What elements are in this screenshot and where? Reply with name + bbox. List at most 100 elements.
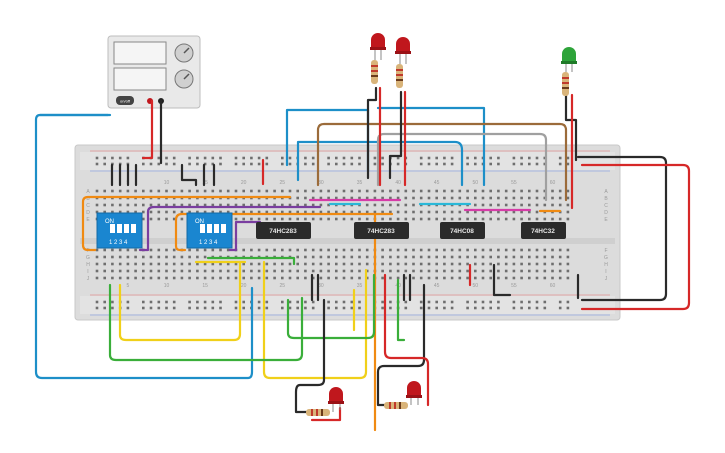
breadboard-hole[interactable]: [265, 276, 269, 280]
breadboard-hole[interactable]: [512, 210, 516, 214]
breadboard-hole[interactable]: [342, 300, 346, 304]
breadboard-hole[interactable]: [466, 306, 469, 310]
wire-grey-top[interactable]: [376, 132, 548, 202]
breadboard-hole[interactable]: [327, 306, 330, 310]
breadboard-hole[interactable]: [265, 189, 269, 193]
breadboard-hole[interactable]: [335, 300, 338, 304]
breadboard-hole[interactable]: [273, 203, 276, 207]
breadboard-hole[interactable]: [474, 269, 477, 273]
breadboard-hole[interactable]: [111, 203, 114, 207]
breadboard-hole[interactable]: [211, 269, 215, 273]
wire-purple-1[interactable]: [138, 205, 322, 252]
breadboard-hole[interactable]: [203, 248, 207, 252]
breadboard-hole[interactable]: [196, 203, 199, 207]
breadboard-hole[interactable]: [311, 196, 315, 200]
breadboard-hole[interactable]: [358, 262, 361, 266]
breadboard-hole[interactable]: [281, 203, 284, 207]
breadboard-hole[interactable]: [466, 210, 469, 214]
breadboard-hole[interactable]: [142, 255, 145, 259]
breadboard-hole[interactable]: [512, 217, 516, 221]
breadboard-hole[interactable]: [234, 162, 238, 166]
breadboard-hole[interactable]: [219, 203, 222, 207]
breadboard-hole[interactable]: [188, 262, 191, 266]
breadboard-hole[interactable]: [172, 248, 176, 252]
breadboard-hole[interactable]: [528, 196, 531, 200]
breadboard-hole[interactable]: [427, 262, 431, 266]
wire-yellow-3[interactable]: [262, 260, 368, 380]
breadboard-hole[interactable]: [172, 306, 176, 310]
breadboard-hole[interactable]: [520, 156, 523, 160]
breadboard-hole[interactable]: [288, 203, 292, 207]
breadboard-hole[interactable]: [319, 210, 323, 214]
breadboard-hole[interactable]: [281, 262, 284, 266]
breadboard-hole[interactable]: [566, 217, 570, 221]
led-red-4[interactable]: [406, 381, 422, 405]
breadboard-hole[interactable]: [365, 196, 369, 200]
breadboard-hole[interactable]: [203, 300, 207, 304]
breadboard-hole[interactable]: [288, 210, 292, 214]
breadboard-hole[interactable]: [497, 269, 500, 273]
breadboard-hole[interactable]: [466, 262, 469, 266]
breadboard-hole[interactable]: [281, 300, 284, 304]
breadboard-hole[interactable]: [95, 262, 99, 266]
breadboard-hole[interactable]: [412, 269, 415, 273]
breadboard-hole[interactable]: [149, 217, 153, 221]
breadboard-hole[interactable]: [535, 248, 539, 252]
breadboard-hole[interactable]: [350, 217, 354, 221]
breadboard-hole[interactable]: [489, 203, 492, 207]
breadboard-hole[interactable]: [450, 276, 454, 280]
breadboard-hole[interactable]: [273, 217, 276, 221]
breadboard-hole[interactable]: [481, 262, 485, 266]
breadboard-hole[interactable]: [296, 203, 299, 207]
breadboard-hole[interactable]: [188, 306, 191, 310]
breadboard-hole[interactable]: [250, 276, 253, 280]
breadboard-hole[interactable]: [404, 300, 408, 304]
breadboard-hole[interactable]: [435, 300, 438, 304]
breadboard-hole[interactable]: [203, 189, 207, 193]
breadboard-hole[interactable]: [504, 196, 508, 200]
chip-74hc32[interactable]: 74HC32: [521, 222, 566, 239]
breadboard-hole[interactable]: [389, 196, 392, 200]
breadboard-hole[interactable]: [535, 269, 539, 273]
breadboard-hole[interactable]: [381, 276, 384, 280]
wire-orange-2[interactable]: [174, 212, 394, 252]
breadboard-hole[interactable]: [304, 189, 307, 193]
breadboard-hole[interactable]: [196, 255, 199, 259]
breadboard-hole[interactable]: [512, 156, 516, 160]
breadboard-hole[interactable]: [520, 162, 523, 166]
breadboard-hole[interactable]: [226, 203, 230, 207]
breadboard-hole[interactable]: [196, 162, 199, 166]
breadboard-hole[interactable]: [466, 217, 469, 221]
breadboard-hole[interactable]: [265, 217, 269, 221]
breadboard-hole[interactable]: [203, 203, 207, 207]
breadboard-hole[interactable]: [296, 248, 299, 252]
breadboard-hole[interactable]: [528, 269, 531, 273]
breadboard-hole[interactable]: [412, 262, 415, 266]
breadboard-hole[interactable]: [319, 217, 323, 221]
breadboard-hole[interactable]: [226, 262, 230, 266]
breadboard-hole[interactable]: [327, 203, 330, 207]
breadboard-hole[interactable]: [296, 269, 299, 273]
breadboard-hole[interactable]: [111, 300, 114, 304]
breadboard-hole[interactable]: [543, 217, 547, 221]
breadboard-hole[interactable]: [412, 189, 415, 193]
breadboard-hole[interactable]: [558, 262, 562, 266]
breadboard-hole[interactable]: [149, 162, 153, 166]
breadboard-hole[interactable]: [497, 196, 500, 200]
breadboard-hole[interactable]: [350, 306, 354, 310]
breadboard-hole[interactable]: [250, 162, 253, 166]
breadboard-hole[interactable]: [435, 248, 438, 252]
wire-black-right[interactable]: [576, 155, 668, 302]
breadboard-hole[interactable]: [535, 203, 539, 207]
breadboard-hole[interactable]: [111, 269, 114, 273]
breadboard-hole[interactable]: [311, 255, 315, 259]
breadboard-hole[interactable]: [118, 276, 122, 280]
breadboard-hole[interactable]: [118, 203, 122, 207]
breadboard-hole[interactable]: [458, 189, 462, 193]
breadboard-hole[interactable]: [118, 255, 122, 259]
breadboard-hole[interactable]: [172, 189, 176, 193]
breadboard-hole[interactable]: [226, 276, 230, 280]
wire-blue-top-3[interactable]: [376, 106, 486, 187]
breadboard-hole[interactable]: [180, 217, 184, 221]
wire-blue-top-2[interactable]: [296, 140, 464, 187]
